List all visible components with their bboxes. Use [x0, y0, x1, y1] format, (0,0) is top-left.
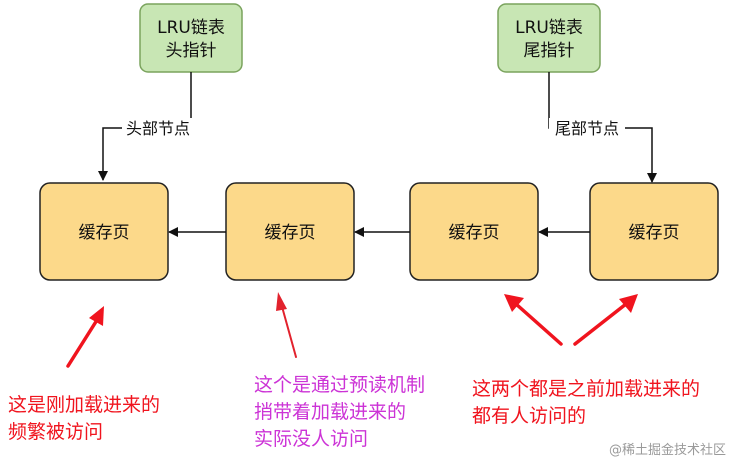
tail-pointer-line1: LRU链表	[515, 18, 583, 38]
head-node-label: 头部节点	[126, 119, 190, 138]
tail-pointer-line2: 尾指针	[524, 41, 575, 61]
tail-node-label: 尾部节点	[555, 119, 619, 138]
cache-page-2-label: 缓存页	[265, 223, 316, 243]
annotation-right-line1: 这两个都是之前加载进来的	[472, 378, 701, 400]
head-pointer-line1: LRU链表	[157, 18, 225, 38]
head-pointer-line2: 头指针	[166, 41, 217, 61]
tail-label-bg	[549, 118, 625, 138]
head-pointer-box: LRU链表 头指针	[139, 3, 243, 73]
annotation-arrow-right-1	[504, 294, 563, 346]
annotation-middle-line1: 这个是通过预读机制	[254, 374, 426, 396]
annotation-middle-line2: 捎带着加载进来的	[254, 401, 407, 423]
annotation-arrow-left	[66, 306, 104, 368]
annotation-arrow-right-2	[573, 294, 638, 346]
annotation-left: 这是刚加载进来的 频繁被访问	[8, 392, 160, 446]
cache-page-2: 缓存页	[225, 182, 355, 281]
cache-page-4: 缓存页	[589, 182, 719, 281]
watermark: @稀土掘金技术社区	[608, 443, 726, 458]
annotation-middle: 这个是通过预读机制 捎带着加载进来的 实际没人访问	[254, 372, 425, 453]
annotation-left-line1: 这是刚加载进来的	[8, 394, 161, 416]
annotation-right: 这两个都是之前加载进来的 都有人访问的	[472, 376, 700, 430]
annotation-arrow-middle	[276, 292, 297, 358]
cache-page-3-label: 缓存页	[449, 223, 500, 243]
cache-page-1-label: 缓存页	[79, 223, 130, 243]
head-label-bg	[122, 118, 194, 138]
annotation-right-line2: 都有人访问的	[472, 405, 587, 427]
tail-pointer-box: LRU链表 尾指针	[497, 3, 601, 73]
cache-page-4-label: 缓存页	[629, 223, 680, 243]
annotation-middle-line3: 实际没人访问	[254, 428, 369, 450]
cache-page-3: 缓存页	[409, 182, 539, 281]
annotation-left-line2: 频繁被访问	[8, 421, 104, 443]
cache-page-1: 缓存页	[39, 182, 169, 281]
